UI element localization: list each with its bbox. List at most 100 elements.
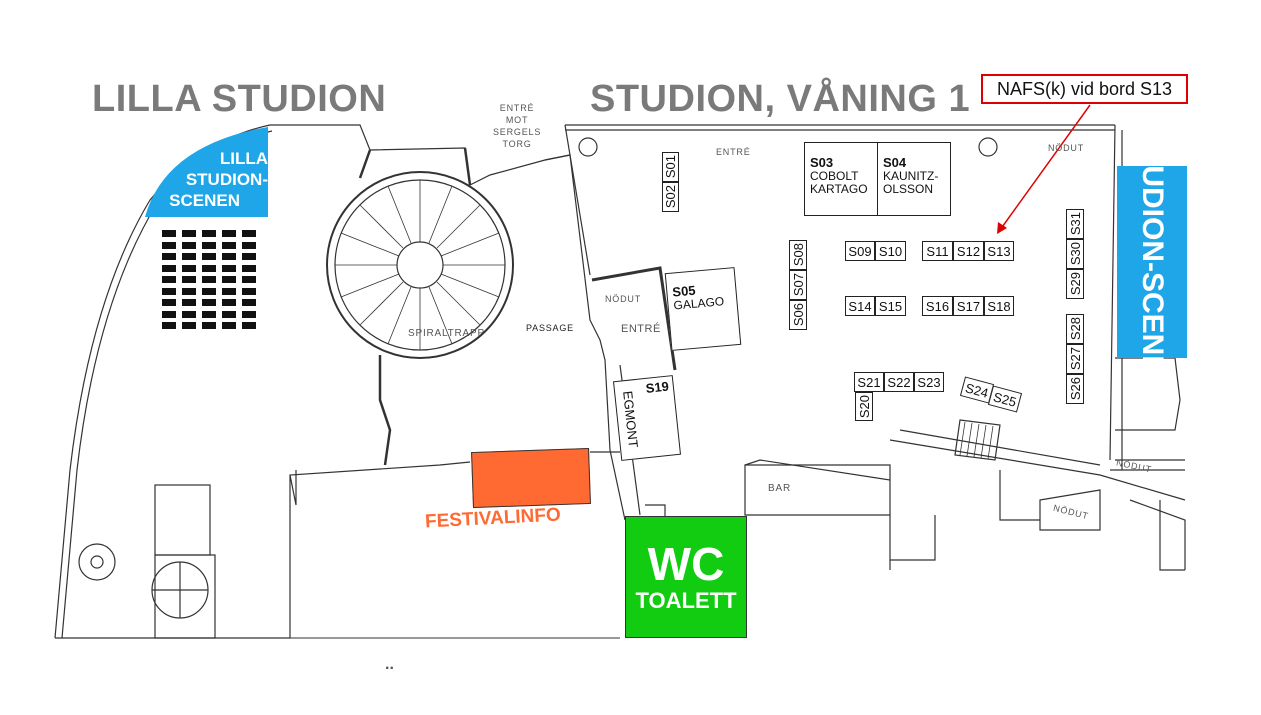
lilla-studion-scenen-shape <box>145 127 268 217</box>
booth-s26-label: S26 <box>1067 377 1083 401</box>
seat <box>222 264 236 272</box>
studion-vaning-title: STUDION, VÅNING 1 <box>590 78 971 120</box>
booth-s04[interactable]: S04 KAUNITZ- OLSSON <box>877 142 951 216</box>
studion-scenen-label-wrap: STUDION-SCENEN <box>1117 127 1187 397</box>
booth-s23[interactable]: S23 <box>914 372 944 392</box>
lilla-studion-scenen: LILLA STUDION- SCENEN <box>168 148 268 211</box>
booth-s28-label: S28 <box>1067 317 1083 341</box>
booth-s31-label: S31 <box>1067 212 1083 236</box>
booth-s04-line1: KAUNITZ- <box>883 169 939 183</box>
seat <box>242 264 256 272</box>
spiraltrapp-label: SPIRALTRAPP <box>408 328 485 339</box>
booth-s12[interactable]: S12 <box>953 241 984 261</box>
seat <box>182 230 196 237</box>
booth-s03[interactable]: S03 COBOLT KARTAGO <box>804 142 878 216</box>
booth-s27-label: S27 <box>1067 347 1083 371</box>
booth-s16[interactable]: S16 <box>922 296 953 316</box>
booth-s31[interactable]: S31 <box>1066 209 1084 239</box>
booth-s03-code: S03 <box>810 155 834 170</box>
booth-s08[interactable]: S08 <box>789 240 807 270</box>
seat <box>242 241 256 249</box>
booth-s28[interactable]: S28 <box>1066 314 1084 344</box>
booth-s13[interactable]: S13 <box>984 241 1014 261</box>
nafsk-callout: NAFS(k) vid bord S13 <box>981 74 1188 104</box>
seat <box>162 299 176 306</box>
booth-s10[interactable]: S10 <box>875 241 906 261</box>
seat <box>222 299 236 306</box>
booth-s15[interactable]: S15 <box>875 296 906 316</box>
booth-s09[interactable]: S09 <box>845 241 875 261</box>
seat <box>222 310 236 318</box>
toalett-label: TOALETT <box>635 588 737 613</box>
studion-scenen-label: STUDION-SCENEN <box>1136 127 1169 398</box>
seat <box>222 276 236 283</box>
seat <box>162 276 176 283</box>
nodut-top-label: NÖDUT <box>1048 143 1084 153</box>
seat <box>202 241 216 249</box>
lilla-scenen-line1: LILLA <box>219 149 268 168</box>
booth-s05[interactable]: S05 GALAGO <box>664 267 742 351</box>
seat <box>242 253 256 260</box>
booth-s06-label: S06 <box>790 303 806 327</box>
booth-s01-label: S01 <box>663 155 678 179</box>
entre-mid-label: ENTRÉ <box>621 323 661 335</box>
booth-s27[interactable]: S27 <box>1066 344 1084 374</box>
booth-s19-line1: EGMONT <box>620 390 641 449</box>
entre-mot-line1: ENTRÉ <box>499 103 535 113</box>
booth-s30-label: S30 <box>1067 242 1083 266</box>
seat <box>182 322 196 329</box>
booth-s17[interactable]: S17 <box>953 296 984 316</box>
seat <box>242 310 256 318</box>
booth-s30[interactable]: S30 <box>1066 239 1084 269</box>
booth-s14[interactable]: S14 <box>845 296 875 316</box>
booth-s07[interactable]: S07 <box>789 270 807 300</box>
booth-s04-line2: OLSSON <box>883 182 934 196</box>
booth-s18[interactable]: S18 <box>984 296 1014 316</box>
seat <box>182 241 196 249</box>
seat <box>202 287 216 295</box>
booth-s20-label: S20 <box>856 394 872 419</box>
seat <box>242 287 256 295</box>
entre-mot-line2: MOT <box>505 115 529 125</box>
lilla-studion-seating <box>162 230 262 335</box>
seat <box>162 241 176 249</box>
booth-s26[interactable]: S26 <box>1066 374 1084 404</box>
booth-s29[interactable]: S29 <box>1066 269 1084 299</box>
booth-s19[interactable]: S19 EGMONT <box>612 375 682 461</box>
booth-s01[interactable]: S01 <box>662 152 679 182</box>
seat <box>202 299 216 306</box>
booth-s20[interactable]: S20 <box>855 392 873 421</box>
booth-s06[interactable]: S06 <box>789 300 807 330</box>
seat <box>182 276 196 283</box>
passage-label: PASSAGE <box>526 323 574 333</box>
nodut-mid-label: NÖDUT <box>605 294 641 304</box>
booth-s22[interactable]: S22 <box>884 372 914 392</box>
seat <box>182 253 196 260</box>
booth-s08-label: S08 <box>790 243 806 267</box>
seat <box>222 322 236 329</box>
seat <box>242 322 256 329</box>
seat <box>162 253 176 260</box>
lilla-scenen-line2: STUDION- <box>185 170 268 189</box>
seat <box>202 322 216 329</box>
booth-s03-line2: KARTAGO <box>810 182 868 196</box>
festivalinfo-box <box>471 447 591 509</box>
wc-toalett: WC TOALETT <box>625 516 747 638</box>
booth-s19-code: S19 <box>644 378 670 396</box>
seat <box>222 241 236 249</box>
seat <box>202 230 216 237</box>
seat <box>182 264 196 272</box>
wc-label: WC <box>647 538 725 590</box>
lilla-scenen-line3: SCENEN <box>169 191 240 210</box>
seat <box>162 310 176 318</box>
seat <box>202 310 216 318</box>
booth-s02[interactable]: S02 <box>662 182 679 212</box>
seat <box>182 287 196 295</box>
entre-sergels-label: ENTRÉ MOT SERGELS TORG <box>493 102 541 150</box>
seat <box>162 230 176 237</box>
bar-label: BAR <box>768 483 791 494</box>
seat <box>182 299 196 306</box>
booth-s21[interactable]: S21 <box>854 372 884 392</box>
booth-s04-code: S04 <box>883 155 907 170</box>
booth-s11[interactable]: S11 <box>922 241 953 261</box>
